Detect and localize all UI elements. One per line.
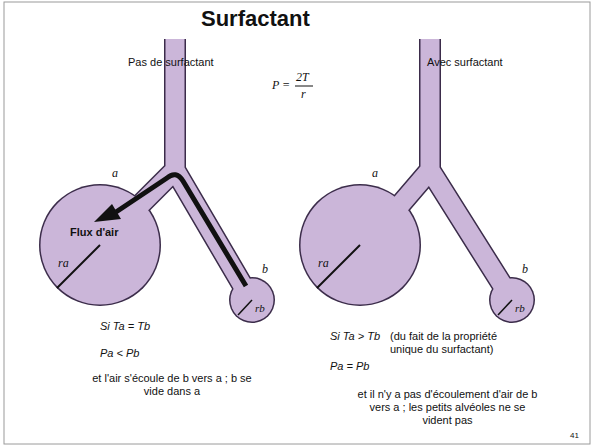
panel-heading: Pas de surfactant	[128, 56, 214, 69]
radius-label: rb	[515, 302, 525, 315]
fraction-bar	[295, 86, 313, 87]
radius-label: ra	[318, 256, 329, 270]
slide-title: Surfactant	[201, 6, 310, 32]
panel-heading: Avec surfactant	[427, 56, 503, 69]
right-alveoli	[299, 30, 535, 323]
left-alveoli	[39, 30, 275, 323]
formula-text: P =	[272, 78, 290, 92]
radius-label: ra	[58, 256, 69, 270]
condition-text: (du fait de la propriété unique du surfa…	[390, 330, 530, 356]
condition-text: Si Ta > Tb	[330, 330, 380, 343]
alveolus-label: a	[372, 166, 378, 180]
radius-label: rb	[255, 302, 265, 315]
formula-text: 2T	[296, 70, 309, 84]
condition-text: Pa = Pb	[330, 360, 369, 373]
alveolus-label: b	[522, 262, 528, 276]
condition-text: Si Ta = Tb	[100, 320, 150, 333]
airflow-label: Flux d'air	[70, 226, 118, 239]
result-text: et il n'y a pas d'écoulement d'air de b …	[355, 388, 540, 428]
slide-border	[4, 2, 590, 444]
condition-text: Pa < Pb	[100, 347, 139, 360]
page-number: 41	[570, 431, 579, 441]
result-text: et l'air s'écoule de b vers a ; b se vid…	[92, 372, 252, 398]
formula-text: r	[301, 87, 306, 101]
alveolus-label: b	[262, 262, 268, 276]
alveolus-label: a	[112, 166, 118, 180]
